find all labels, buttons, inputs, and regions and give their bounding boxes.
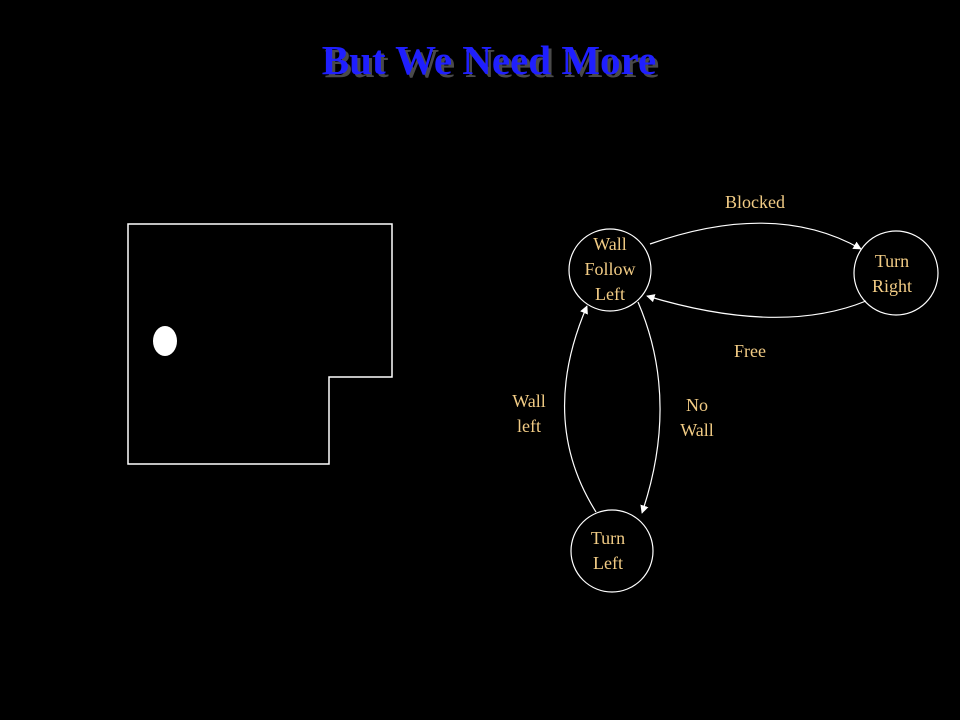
transition-wall-left-arrow	[563, 305, 597, 513]
transition-free-arrow	[646, 294, 867, 318]
state-node-wall-follow-left	[568, 228, 652, 312]
state-label-turn-left: Turn Left	[590, 528, 626, 573]
transition-label-no-wall: No Wall	[680, 395, 714, 440]
robot-marker	[153, 326, 177, 356]
state-node-turn-left	[570, 509, 654, 593]
state-label-turn-right: Turn Right	[871, 251, 912, 296]
transition-label-wall-left: Wall left	[512, 391, 546, 436]
room-outline	[127, 223, 393, 465]
transition-label-blocked: Blocked	[725, 192, 785, 212]
transition-no-wall-arrow	[637, 301, 661, 514]
slide-title: But We Need More	[321, 37, 657, 83]
transition-blocked-arrow	[649, 222, 862, 250]
state-node-turn-right	[853, 230, 939, 316]
state-label-wall-follow-left: Wall Follow Left	[584, 234, 636, 304]
transition-label-free: Free	[734, 341, 766, 361]
